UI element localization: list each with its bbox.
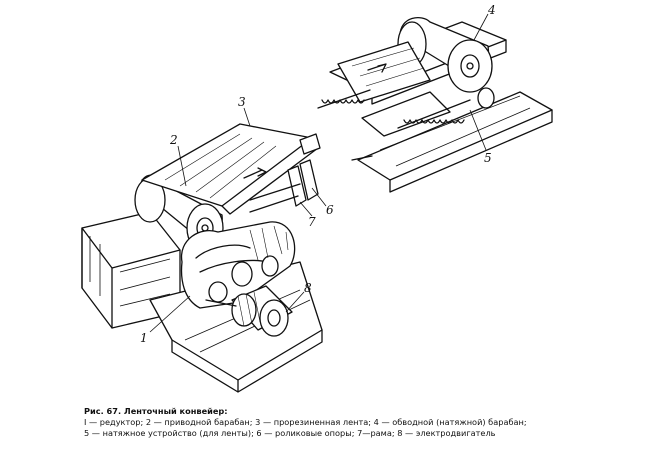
tensioning-device	[317, 87, 495, 161]
caption-line-1: I — редуктор; 2 — приводной барабан; 3 —…	[84, 417, 527, 427]
callout-7: 7	[308, 215, 316, 229]
conveyor-illustration: 1 2 3 4 5 6 7 8	[81, 3, 553, 393]
callout-8: 8	[304, 281, 312, 295]
electric-motor	[205, 285, 293, 337]
caption-title: Рис. 67. Ленточный конвейер:	[84, 406, 228, 416]
tension-drum	[397, 16, 493, 93]
callout-4: 4	[487, 3, 496, 17]
callout-5: 5	[484, 151, 492, 165]
belt-right	[337, 41, 451, 137]
callout-1: 1	[140, 331, 148, 345]
callout-3: 3	[238, 95, 246, 109]
figure-caption: Рис. 67. Ленточный конвейер: I — редукто…	[84, 406, 644, 439]
belt-left	[141, 123, 319, 215]
callout-leaders	[149, 13, 489, 333]
gearbox	[180, 221, 296, 309]
caption-line-2: 5 — натяжное устройство (для ленты); 6 —…	[84, 428, 496, 438]
callout-6: 6	[326, 203, 334, 217]
callout-2: 2	[169, 133, 178, 147]
roller-supports	[249, 133, 321, 213]
